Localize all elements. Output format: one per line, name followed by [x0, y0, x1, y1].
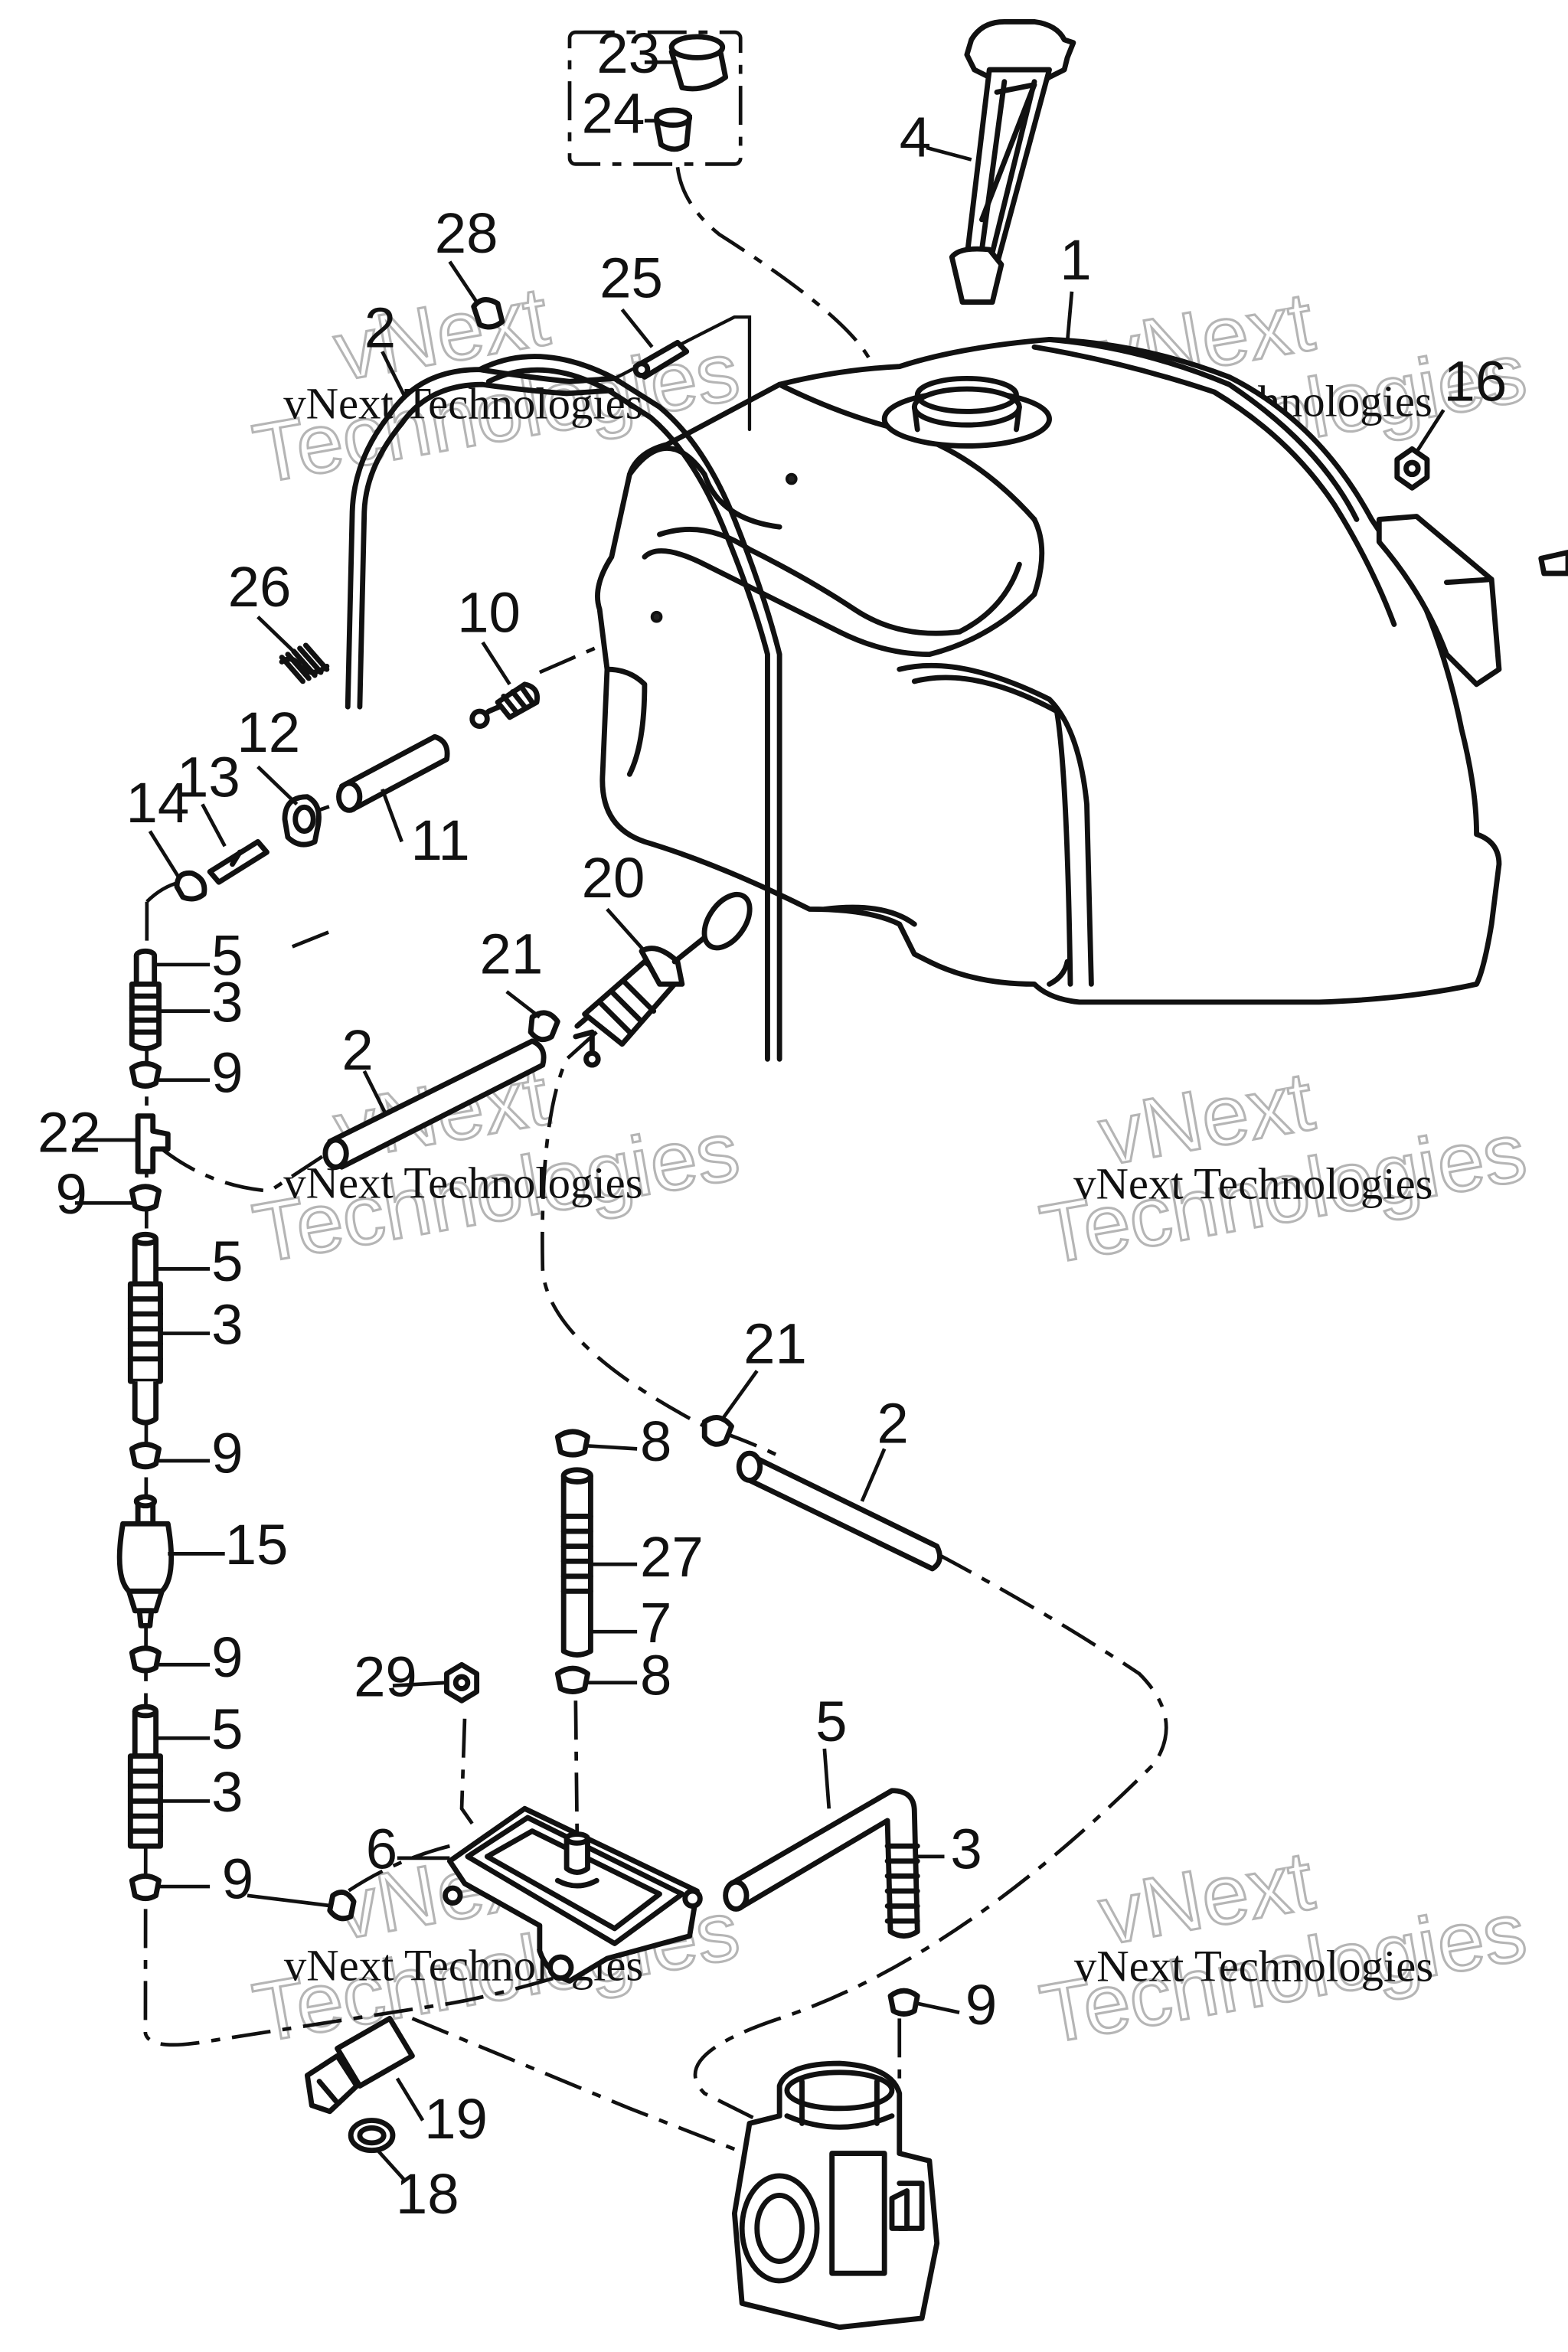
callout-8-bottom: 8 — [640, 1643, 671, 1707]
svg-text:vNext Technologies: vNext Technologies — [1074, 1941, 1433, 1991]
hose-27 — [554, 1429, 593, 1694]
bolt-right-edge — [1538, 550, 1568, 577]
callout-12: 12 — [237, 701, 300, 764]
callout-5-b: 5 — [211, 1230, 243, 1293]
callout-5-a: 5 — [211, 924, 243, 988]
spring-26 — [279, 642, 330, 684]
callout-18: 18 — [396, 2162, 459, 2226]
fuel-gauge — [949, 18, 1076, 305]
nut-16 — [1394, 446, 1430, 491]
callout-3-a: 3 — [211, 970, 243, 1034]
callout-14: 14 — [126, 771, 189, 835]
hose-2-right — [736, 1450, 942, 1572]
callout-3-c: 3 — [211, 1760, 243, 1824]
callout-5-d: 5 — [815, 1690, 847, 1753]
fuel-pump-6 — [443, 1805, 703, 1984]
callout-24: 24 — [582, 81, 645, 145]
hose-5-elbow — [723, 1788, 920, 2017]
callout-2-top: 2 — [364, 296, 396, 359]
callout-28: 28 — [435, 201, 498, 265]
callout-22: 22 — [38, 1101, 101, 1165]
clamp-9-diagonal — [327, 1890, 357, 1922]
watermark-mid-right: vNext Technologies vNext Technologies — [1033, 1053, 1534, 1283]
left-hose-stack — [116, 948, 175, 1902]
callout-21-mid: 21 — [743, 1312, 807, 1376]
callout-9-b: 9 — [55, 1162, 87, 1226]
callout-13: 13 — [177, 746, 240, 809]
vent-valve-10 — [469, 681, 540, 730]
callout-10: 10 — [457, 580, 521, 644]
callout-27: 27 — [640, 1525, 704, 1589]
callout-15: 15 — [225, 1513, 289, 1576]
callout-19: 19 — [424, 2087, 488, 2151]
grommet-12 — [282, 794, 322, 848]
callout-16: 16 — [1443, 350, 1507, 413]
clip-28 — [471, 297, 505, 330]
callout-2-right: 2 — [877, 1392, 908, 1455]
watermark-mid-left: vNext Technologies vNext Technologies — [246, 1048, 747, 1282]
nut-18 — [348, 2118, 396, 2154]
callout-26: 26 — [228, 555, 292, 619]
clamp-21-top — [528, 1010, 560, 1043]
callout-2-mid: 2 — [341, 1018, 373, 1082]
fuel-tank — [345, 315, 1502, 1062]
clamp-14 — [174, 870, 207, 902]
callout-4: 4 — [900, 106, 931, 169]
callout-6: 6 — [366, 1818, 397, 1881]
callout-1: 1 — [1060, 228, 1091, 292]
carburetor — [731, 2060, 940, 2331]
cap-inset — [567, 30, 743, 166]
callout-7: 7 — [640, 1591, 671, 1655]
callout-3-b: 3 — [211, 1292, 243, 1356]
hose-2-middle — [322, 1038, 547, 1170]
callout-9-a: 9 — [211, 1040, 243, 1104]
fitting-13 — [207, 838, 270, 885]
switch-19 — [304, 2015, 415, 2115]
leader-lines — [74, 60, 1446, 2182]
callout-25: 25 — [599, 247, 663, 310]
nut-29 — [444, 1661, 480, 1704]
callout-3-d: 3 — [950, 1818, 982, 1881]
watermark-bottom-right: vNext Technologies vNext Technologies — [1033, 1833, 1534, 2063]
callout-8-top: 8 — [640, 1410, 671, 1473]
callout-9-d: 9 — [211, 1625, 243, 1689]
callout-21-top: 21 — [480, 923, 544, 986]
svg-text:vNext Technologies: vNext Technologies — [1073, 1158, 1432, 1208]
callout-11: 11 — [410, 808, 469, 872]
clamp-21-mid — [701, 1415, 734, 1447]
hose-11 — [336, 733, 450, 813]
fitting-25 — [632, 339, 690, 380]
callout-5-c: 5 — [211, 1697, 243, 1761]
callout-9-e: 9 — [222, 1847, 253, 1911]
callout-20: 20 — [582, 846, 645, 910]
callout-9-c: 9 — [211, 1422, 243, 1485]
callouts: 1 2 23 24 4 28 25 16 26 10 11 12 13 14 5… — [38, 21, 1507, 2226]
primer-20 — [573, 891, 753, 1068]
callout-23: 23 — [596, 21, 660, 85]
callout-9-f: 9 — [965, 1973, 997, 2037]
callout-29: 29 — [354, 1645, 417, 1708]
